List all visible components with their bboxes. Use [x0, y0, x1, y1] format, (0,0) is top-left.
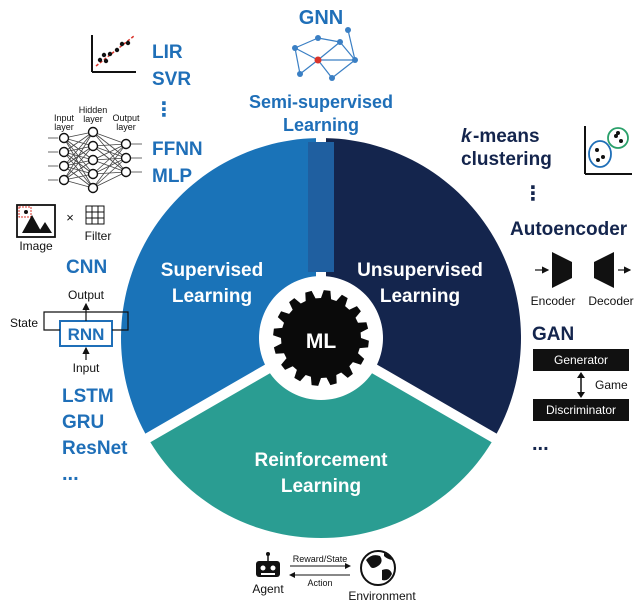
- nn-connection: [92, 143, 127, 161]
- nn-connection: [63, 145, 94, 181]
- supervised-label-1: Supervised: [161, 260, 263, 281]
- supervised-label-2: Learning: [172, 286, 252, 307]
- kmeans-clustering-label: clustering: [461, 149, 552, 170]
- kmeans-label: -means: [473, 126, 540, 147]
- nn-connection: [63, 159, 94, 181]
- semi-supervised-label-1: Semi-supervised: [249, 92, 393, 112]
- game-arrow-icon: [577, 372, 585, 398]
- decoder-label: Decoder: [588, 294, 633, 308]
- environment-label: Environment: [348, 589, 416, 603]
- discriminator-label: Discriminator: [546, 403, 616, 417]
- unsupervised-segment: [325, 138, 521, 434]
- nn-connection: [92, 143, 127, 147]
- generator-label: Generator: [554, 353, 608, 367]
- center-label: ML: [306, 330, 336, 353]
- nn-node: [58, 174, 70, 186]
- nn-node: [87, 168, 99, 180]
- filter-grid-icon: [85, 205, 105, 225]
- supervised-segment: [121, 138, 317, 434]
- nn-connection: [63, 131, 94, 153]
- game-label: Game: [595, 378, 628, 392]
- rnn-diagram: [43, 302, 129, 360]
- kmeans-k: k: [461, 126, 473, 147]
- nn-connection: [92, 157, 127, 189]
- method-lstm: LSTM: [62, 386, 114, 407]
- vertical-ellipsis-2: ⋮: [523, 183, 543, 205]
- generator-box: [533, 349, 629, 371]
- semi-supervised-segment: [308, 142, 334, 272]
- nn-connection: [92, 171, 127, 189]
- nn-node: [87, 140, 99, 152]
- autoencoder-icon: [535, 252, 632, 288]
- nn-input-layer-label-2: layer: [54, 122, 74, 132]
- rnn-output-label: Output: [68, 288, 105, 302]
- nn-node: [87, 126, 99, 138]
- reinforcement-label-2: Learning: [281, 476, 361, 497]
- globe-environment-icon: [360, 550, 396, 586]
- nn-connection: [63, 131, 94, 167]
- nn-node: [120, 152, 132, 164]
- unsupervised-ellipsis: ...: [532, 433, 549, 455]
- neural-network-icon: [48, 126, 142, 194]
- robot-agent-icon: [256, 552, 280, 577]
- ml-gear-icon: [273, 290, 369, 386]
- reinforcement-segment: [150, 373, 492, 538]
- rnn-state-label: State: [10, 316, 38, 330]
- nn-connection: [92, 143, 127, 175]
- nn-node: [120, 166, 132, 178]
- nn-connection: [63, 131, 94, 181]
- cnn-image-label: Image: [19, 239, 53, 253]
- semi-supervised-label-2: Learning: [283, 115, 359, 135]
- cnn-times-symbol: ×: [66, 210, 74, 225]
- gnn-title: GNN: [299, 7, 343, 29]
- supervised-ellipsis: ...: [62, 463, 79, 485]
- method-svr: SVR: [152, 69, 191, 90]
- nn-node: [58, 160, 70, 172]
- vertical-ellipsis-1: ⋮: [154, 99, 174, 121]
- nn-node: [120, 138, 132, 150]
- reward-state-label: Reward/State: [293, 554, 348, 564]
- method-mlp: MLP: [152, 166, 192, 187]
- nn-connection: [92, 143, 127, 189]
- regression-plot-icon: [91, 35, 136, 73]
- rnn-input-label: Input: [73, 361, 100, 375]
- action-label: Action: [307, 578, 332, 588]
- nn-node: [58, 132, 70, 144]
- nn-connection: [92, 131, 127, 145]
- encoder-label: Encoder: [531, 294, 576, 308]
- nn-output-layer-label-1: Output: [112, 113, 140, 123]
- nn-hidden-layer-label-2: layer: [83, 114, 103, 124]
- autoencoder-label: Autoencoder: [510, 219, 628, 240]
- method-resnet: ResNet: [62, 438, 128, 459]
- method-cnn: CNN: [66, 257, 107, 278]
- nn-output-layer-label-2: layer: [116, 122, 136, 132]
- nn-node: [58, 146, 70, 158]
- method-gru: GRU: [62, 412, 104, 433]
- graph-network-icon: [292, 27, 358, 81]
- unsupervised-label-2: Learning: [380, 286, 460, 307]
- nn-input-layer-label-1: Input: [54, 113, 75, 123]
- agent-label: Agent: [252, 582, 284, 596]
- reinforcement-label-1: Reinforcement: [254, 450, 388, 471]
- discriminator-box: [533, 399, 629, 421]
- clustering-plot-icon: [584, 126, 632, 175]
- nn-node: [87, 182, 99, 194]
- nn-hidden-layer-label-1: Hidden: [79, 105, 108, 115]
- rnn-box-label: RNN: [68, 325, 105, 344]
- cnn-filter-label: Filter: [85, 229, 112, 243]
- method-lir: LIR: [152, 42, 183, 63]
- unsupervised-label-1: Unsupervised: [357, 260, 483, 281]
- method-ffnn: FFNN: [152, 139, 203, 160]
- nn-node: [87, 154, 99, 166]
- gan-label: GAN: [532, 324, 574, 345]
- image-icon: [16, 204, 56, 238]
